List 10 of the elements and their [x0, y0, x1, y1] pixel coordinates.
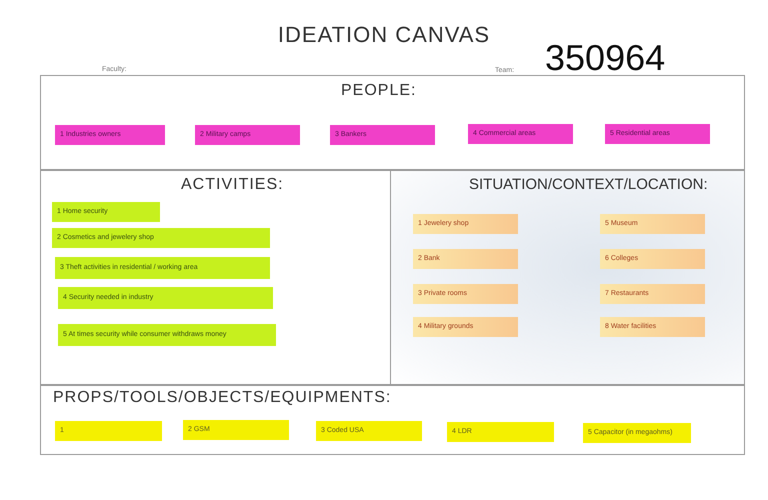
- section-heading: SITUATION/CONTEXT/LOCATION:: [469, 176, 708, 193]
- canvas-section: [390, 170, 745, 385]
- canvas-section: [40, 385, 745, 455]
- section-heading: PROPS/TOOLS/OBJECTS/EQUIPMENTS:: [53, 389, 392, 407]
- reference-number: 350964: [545, 40, 666, 76]
- canvas-section: [40, 75, 745, 170]
- section-heading: ACTIVITIES:: [181, 176, 284, 194]
- section-heading: PEOPLE:: [341, 82, 416, 100]
- canvas-title: IDEATION CANVAS: [278, 22, 490, 47]
- canvas-section: [40, 170, 391, 385]
